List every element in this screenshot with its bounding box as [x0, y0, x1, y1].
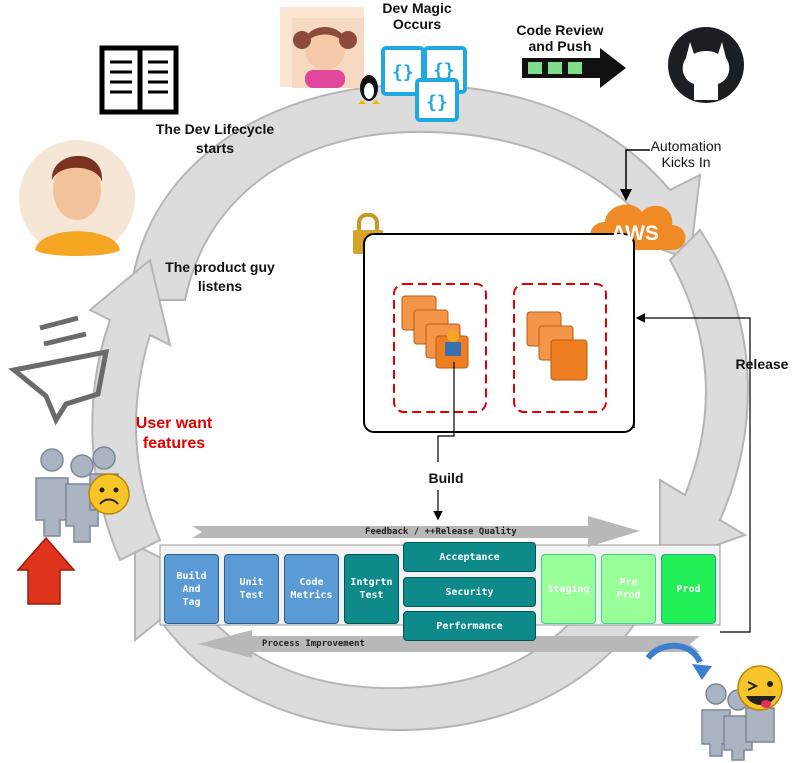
automation-label: Automation Kicks In	[650, 138, 722, 170]
release-connector	[635, 313, 751, 633]
process-improvement-band	[198, 630, 700, 658]
product-guy-avatar	[19, 140, 135, 256]
stage-staging: Staging	[541, 554, 596, 624]
sad-face-icon	[88, 473, 130, 515]
stage-unit-test: Unit Test	[224, 554, 279, 624]
linux-penguin-icon	[358, 75, 380, 104]
code-files-icon: {} {} {}	[381, 46, 467, 122]
svg-text:{}: {}	[433, 60, 455, 81]
red-up-arrow-icon	[16, 536, 76, 605]
release-label: Release	[735, 356, 789, 372]
feedback-band	[192, 516, 640, 547]
stage-performance: Performance	[403, 611, 536, 641]
stage-build-and-tag: Build And Tag	[164, 554, 219, 624]
availability-zone-1	[393, 283, 487, 413]
curved-arrow-head	[692, 664, 712, 680]
stage-pre-prod: Pre Prod	[601, 554, 656, 624]
build-connector-top	[437, 362, 455, 462]
user-want-features-label: User want features	[135, 415, 213, 452]
product-guy-label: The product guy listens	[165, 259, 275, 294]
dev-magic-label: Dev Magic Occurs	[382, 0, 452, 32]
automation-connector	[620, 149, 650, 201]
book-icon	[99, 45, 179, 115]
svg-text:{}: {}	[426, 92, 448, 113]
stage-code-metrics: Code Metrics	[284, 554, 339, 624]
winking-face-icon	[737, 665, 783, 711]
ec2-instances-az2	[526, 311, 588, 381]
funnel-icon	[8, 315, 110, 426]
developer-girl-avatar	[280, 7, 364, 88]
code-review-label: Code Review and Push	[516, 22, 604, 54]
push-arrow	[522, 48, 626, 88]
stage-prod: Prod	[661, 554, 716, 624]
aws-label: AWS	[611, 222, 659, 245]
stage-security: Security	[403, 577, 536, 607]
lifecycle-label: The Dev Lifecycle starts	[155, 121, 275, 156]
github-icon	[668, 27, 744, 103]
availability-zone-2	[513, 283, 607, 413]
curved-arrow-icon	[645, 642, 703, 664]
ec2-instances-az1	[401, 295, 469, 369]
stage-acceptance: Acceptance	[403, 542, 536, 572]
stage-intgrtn-test: Intgrtn Test	[344, 554, 399, 624]
process-improvement-text: Process Improvement	[262, 639, 365, 649]
feedback-band-text: Feedback / ++Release Quality	[365, 527, 517, 537]
svg-text:{}: {}	[392, 62, 414, 83]
build-label: Build	[428, 470, 464, 486]
vpc-container	[363, 233, 635, 433]
